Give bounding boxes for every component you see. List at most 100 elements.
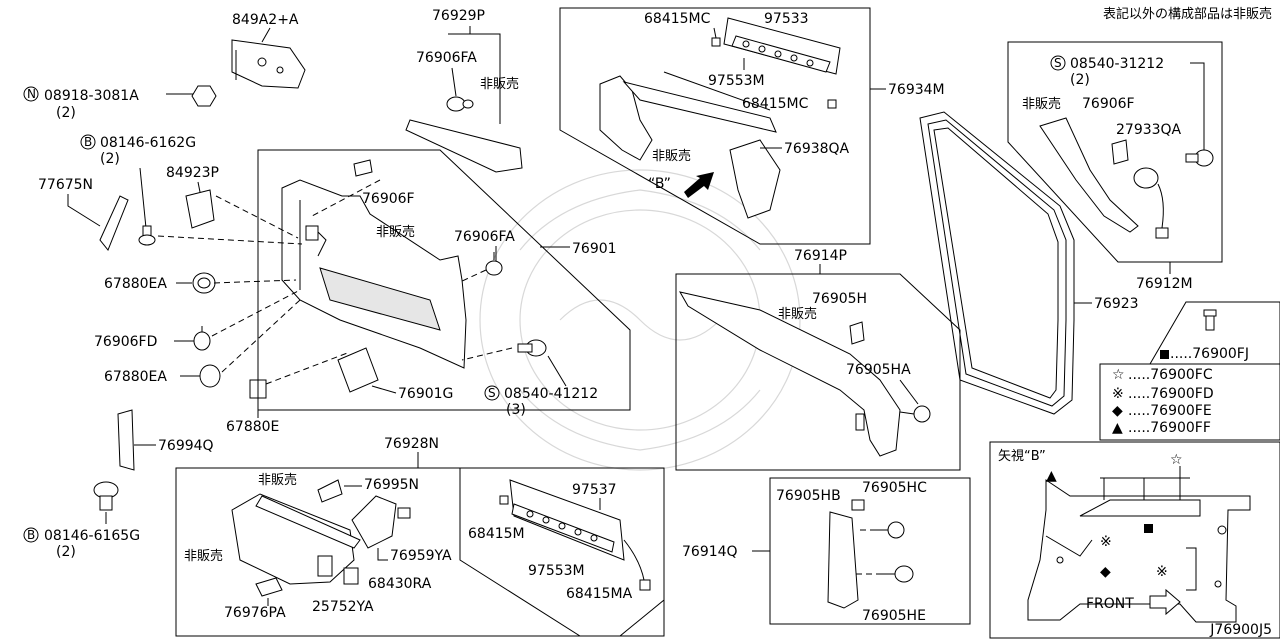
- label-68430ra: 68430RA: [368, 576, 432, 592]
- triangle-icon: ▲: [1112, 420, 1123, 436]
- label-76914p: 76914P: [794, 248, 847, 264]
- label-27933qa: 27933QA: [1116, 122, 1182, 138]
- label-76905hb: 76905HB: [776, 488, 841, 504]
- label-68415mc-2: 68415MC: [742, 96, 809, 112]
- clip-68415mc-icon: [711, 37, 721, 47]
- part-76923-drawing: [919, 111, 1075, 415]
- label-97553m-1: 97553M: [708, 73, 765, 89]
- label-76995n: 76995N: [364, 477, 419, 493]
- label-97537: 97537: [572, 482, 617, 498]
- label-76912m: 76912M: [1136, 276, 1193, 292]
- label-76994q: 76994Q: [158, 438, 214, 454]
- view-b-asterism-1-icon: ※: [1100, 534, 1112, 550]
- legend-fd: .....76900FD: [1128, 386, 1214, 402]
- label-76929p: 76929P: [432, 8, 485, 24]
- label-76901: 76901: [572, 241, 617, 257]
- label-08918-qty: (2): [56, 105, 76, 121]
- group-76934m-outline: [559, 7, 871, 245]
- label-76923: 76923: [1094, 296, 1139, 312]
- dashed-leaders-left: [157, 179, 513, 385]
- view-b-triangle-icon: ▲: [1046, 468, 1057, 484]
- group-76914p-outline: [675, 273, 961, 471]
- b-mark-2-letter: B: [27, 528, 35, 542]
- b-mark-icon: [80, 134, 96, 150]
- label-76976pa: 76976PA: [224, 605, 286, 621]
- label-97533: 97533: [764, 11, 809, 27]
- label-not-sold-2: 非販売: [376, 224, 415, 240]
- filled-square-icon: [1160, 350, 1169, 359]
- clip-76906f-2-icon: [1111, 139, 1129, 165]
- label-76934m: 76934M: [888, 82, 945, 98]
- clip-76905ha-icon: [899, 405, 931, 423]
- part-25752ya-drawing: [343, 567, 359, 585]
- clip-68415m-icon: [499, 495, 509, 505]
- watermark-emblem: [479, 169, 801, 471]
- label-08540-41212: 08540-41212: [504, 386, 598, 402]
- clip-76905he-icon: [882, 565, 914, 583]
- part-97537-drawing: [509, 479, 645, 581]
- b-mark-letter: B: [84, 135, 92, 149]
- label-84923p: 84923P: [166, 165, 219, 181]
- label-08540-31212: 08540-31212: [1070, 56, 1164, 72]
- direction-arrow-icon: [684, 172, 714, 198]
- clip-76906fa-icon: [446, 96, 474, 112]
- view-b-title: 矢視“B”: [998, 449, 1046, 464]
- view-b-diamond-icon: ◆: [1100, 564, 1111, 580]
- group-76901-outline: [257, 149, 631, 411]
- clip-67880ea-2-icon: [199, 364, 221, 388]
- part-76929p-drawing: [405, 119, 523, 173]
- label-67880ea-2: 67880EA: [104, 369, 167, 385]
- s-mark-icon: [484, 385, 500, 401]
- label-76906f-1: 76906F: [362, 191, 415, 207]
- screw-41212-icon: [517, 339, 547, 357]
- label-68415m: 68415M: [468, 526, 525, 542]
- label-67880e: 67880E: [226, 419, 279, 435]
- clip-67880ea-icon: [192, 272, 216, 294]
- label-76928n: 76928N: [384, 436, 439, 452]
- label-76938qa: 76938QA: [784, 141, 850, 157]
- label-76906fa-2: 76906FA: [454, 229, 515, 245]
- clip-76905hc-icon: [876, 521, 905, 539]
- diagram-id: J76900J5: [1209, 622, 1272, 638]
- diamond-icon: ◆: [1112, 403, 1123, 419]
- view-b-star-icon: ☆: [1170, 452, 1183, 468]
- view-b-box: [989, 441, 1280, 639]
- legend-fj: .....76900FJ: [1170, 346, 1249, 362]
- legend-fe: .....76900FE: [1128, 403, 1212, 419]
- label-68415mc-1: 68415MC: [644, 11, 711, 27]
- label-08146-6165: 08146-6165G: [44, 528, 140, 544]
- screw-31212-icon: [1185, 149, 1214, 167]
- header-note: 表記以外の構成部品は非販売: [1103, 6, 1272, 22]
- label-08540-31212-qty: (2): [1070, 72, 1090, 88]
- label-08146-6165-qty: (2): [56, 544, 76, 560]
- label-76905h: 76905H: [812, 291, 867, 307]
- part-84923p-drawing: [185, 189, 215, 229]
- fastener-76900fj-icon: [1203, 309, 1217, 331]
- label-67880ea-1: 67880EA: [104, 276, 167, 292]
- part-76995n-drawing: [317, 479, 343, 503]
- label-08540-41212-qty: (3): [506, 402, 526, 418]
- part-76959ya-drawing: [351, 495, 411, 549]
- group-97537-outline: [459, 467, 665, 637]
- star-icon: ☆: [1112, 367, 1125, 383]
- label-76906fd: 76906FD: [94, 334, 157, 350]
- legend-ff: .....76900FF: [1128, 420, 1211, 436]
- label-849a2a: 849A2+A: [232, 12, 299, 28]
- label-76914q: 76914Q: [682, 544, 738, 560]
- label-68415ma: 68415MA: [566, 586, 633, 602]
- s-mark-2-icon: [1050, 55, 1066, 71]
- part-76901g-drawing: [337, 347, 379, 393]
- label-76905he: 76905HE: [862, 608, 926, 624]
- part-76934m-drawing: [599, 75, 781, 219]
- n-mark-icon: [23, 86, 39, 102]
- label-76905ha: 76905HA: [846, 362, 911, 378]
- view-b-square-icon: [1144, 524, 1153, 533]
- label-08146-6162: 08146-6162G: [100, 135, 196, 151]
- label-not-sold-3: 非販売: [652, 148, 691, 164]
- view-b-front-label: FRONT: [1086, 596, 1134, 612]
- asterism-icon: ※: [1112, 386, 1124, 402]
- view-b-drawing: [1027, 466, 1251, 623]
- part-76994q-drawing: [117, 409, 135, 471]
- part-76912m-drawing: [1039, 117, 1139, 233]
